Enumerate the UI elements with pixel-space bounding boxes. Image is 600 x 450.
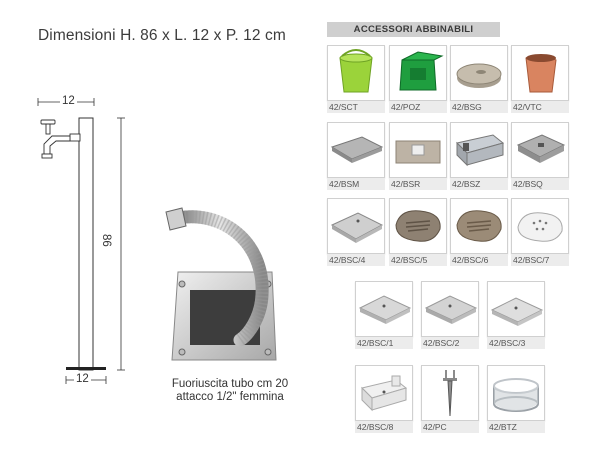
accessory-code: 42/BSC/4: [327, 254, 385, 266]
accessory-code: 42/BSC/1: [355, 337, 413, 349]
accessory-tile-bsc7[interactable]: 42/BSC/7: [511, 198, 569, 268]
square-basin-2-icon: [424, 295, 478, 324]
hose-caption-line2: attacco 1/2" femmina: [176, 391, 284, 403]
accessory-code: 42/BSR: [389, 178, 447, 190]
accessory-code: 42/BTZ: [487, 421, 545, 433]
ground-spike-icon: [443, 370, 457, 417]
grey-basin-icon: [330, 212, 384, 243]
accessory-code: 42/BSM: [327, 178, 385, 190]
grey-slab-icon: [330, 136, 384, 163]
accessory-code: 42/BSC/3: [487, 337, 545, 349]
accessory-code: 42/PC: [421, 421, 479, 433]
accessory-tile-bsc1[interactable]: 42/BSC/1: [355, 281, 413, 351]
oval-basin-white-icon: [517, 212, 563, 242]
accessory-tile-bsg[interactable]: 42/BSG: [450, 45, 508, 115]
stone-base-icon: [456, 63, 502, 88]
stone-rectangular-base-icon: [395, 140, 441, 164]
accessory-tile-bsm[interactable]: 42/BSM: [327, 122, 385, 192]
green-well-box-icon: [399, 51, 444, 91]
accessory-tile-btz[interactable]: 42/BTZ: [487, 365, 545, 435]
accessory-code: 42/POZ: [389, 101, 447, 113]
accessory-tile-vtc[interactable]: 42/VTC: [511, 45, 569, 115]
accessory-tile-poz[interactable]: 42/POZ: [389, 45, 447, 115]
bottom-width-label: 12: [74, 373, 91, 385]
accessory-code: 42/BSC/7: [511, 254, 569, 266]
accessory-tile-bsq[interactable]: 42/BSQ: [511, 122, 569, 192]
accessory-tile-pc[interactable]: 42/PC: [421, 365, 479, 435]
oval-basin-brown-icon: [456, 210, 502, 242]
accessory-code: 42/BSC/6: [450, 254, 508, 266]
accessory-code: 42/VTC: [511, 101, 569, 113]
accessory-code: 42/BSC/5: [389, 254, 447, 266]
height-label: 86: [100, 232, 112, 249]
top-width-label: 12: [60, 95, 77, 107]
accessory-tile-sct[interactable]: 42/SCT: [327, 45, 385, 115]
accessory-tile-bsc8[interactable]: 42/BSC/8: [355, 365, 413, 435]
fountain-column-drawing: [37, 98, 125, 384]
accessory-code: 42/BSC/2: [421, 337, 479, 349]
white-basin-icon: [361, 375, 408, 412]
page-title: Dimensioni H. 86 x L. 12 x P. 12 cm: [38, 27, 286, 44]
tap-icon: [40, 119, 81, 159]
accessory-tile-bsc4[interactable]: 42/BSC/4: [327, 198, 385, 268]
accessory-tile-bsc6[interactable]: 42/BSC/6: [450, 198, 508, 268]
accessory-code: 42/SCT: [327, 101, 385, 113]
accessory-code: 42/BSQ: [511, 178, 569, 190]
accessory-code: 42/BSG: [450, 101, 508, 113]
accessory-tile-bsr[interactable]: 42/BSR: [389, 122, 447, 192]
square-basin-3-icon: [490, 297, 544, 326]
accessory-code: 42/BSC/8: [355, 421, 413, 433]
accessory-code: 42/BSZ: [450, 178, 508, 190]
metal-basin-icon: [456, 134, 505, 167]
accessories-header: ACCESSORI ABBINABILI: [327, 22, 500, 37]
flexible-hose-plate-image: [165, 207, 277, 361]
square-basin-1-icon: [358, 295, 412, 324]
terracotta-vase-icon: [525, 54, 557, 93]
oval-basin-dark-icon: [395, 210, 441, 242]
green-bucket-icon: [339, 49, 373, 93]
hose-caption-line1: Fuoriuscita tubo cm 20: [171, 378, 289, 390]
accessory-tile-bsc5[interactable]: 42/BSC/5: [389, 198, 447, 268]
accessory-tile-bsz[interactable]: 42/BSZ: [450, 122, 508, 192]
steel-ring-icon: [493, 378, 539, 412]
hose-caption: Fuoriuscita tubo cm 20 attacco 1/2" femm…: [150, 378, 310, 404]
square-grey-base-icon: [516, 134, 566, 163]
accessory-tile-bsc3[interactable]: 42/BSC/3: [487, 281, 545, 351]
accessory-tile-bsc2[interactable]: 42/BSC/2: [421, 281, 479, 351]
